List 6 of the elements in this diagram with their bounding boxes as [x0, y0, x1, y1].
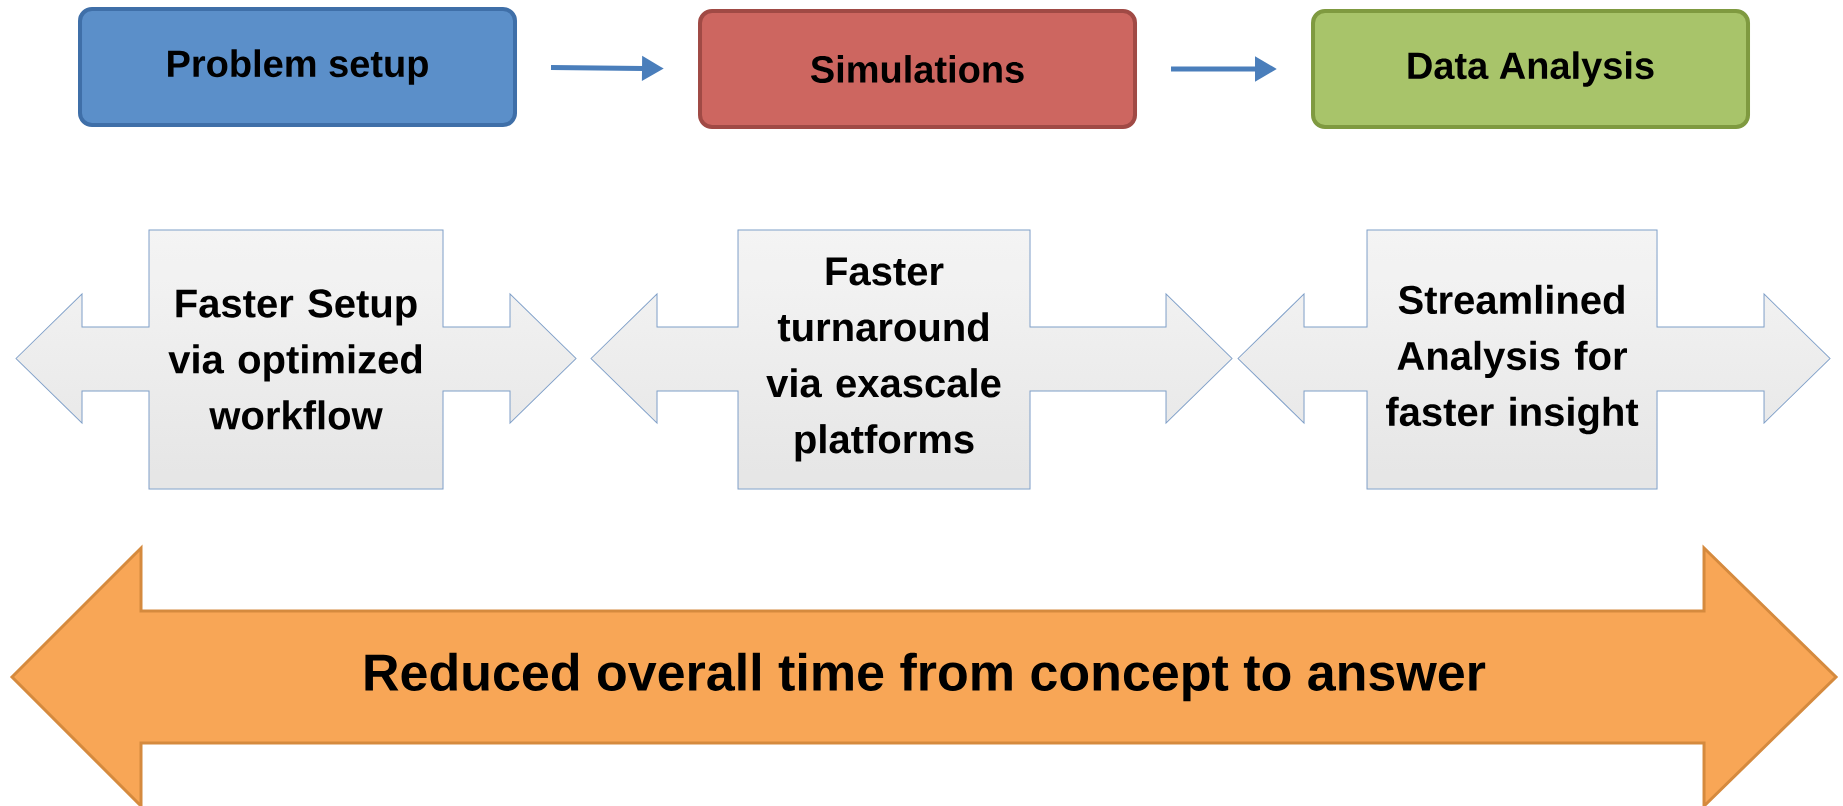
- double-arrow-box: Faster turnaround via exascale platforms: [590, 229, 1233, 490]
- process-box: Problem setup: [78, 7, 517, 127]
- process-box: Simulations: [698, 9, 1137, 129]
- process-box: Data Analysis: [1311, 9, 1750, 129]
- double-arrow-box: Faster Setup via optimized workflow: [15, 229, 577, 490]
- double-arrow-box: Streamlined Analysis for faster insight: [1237, 229, 1831, 490]
